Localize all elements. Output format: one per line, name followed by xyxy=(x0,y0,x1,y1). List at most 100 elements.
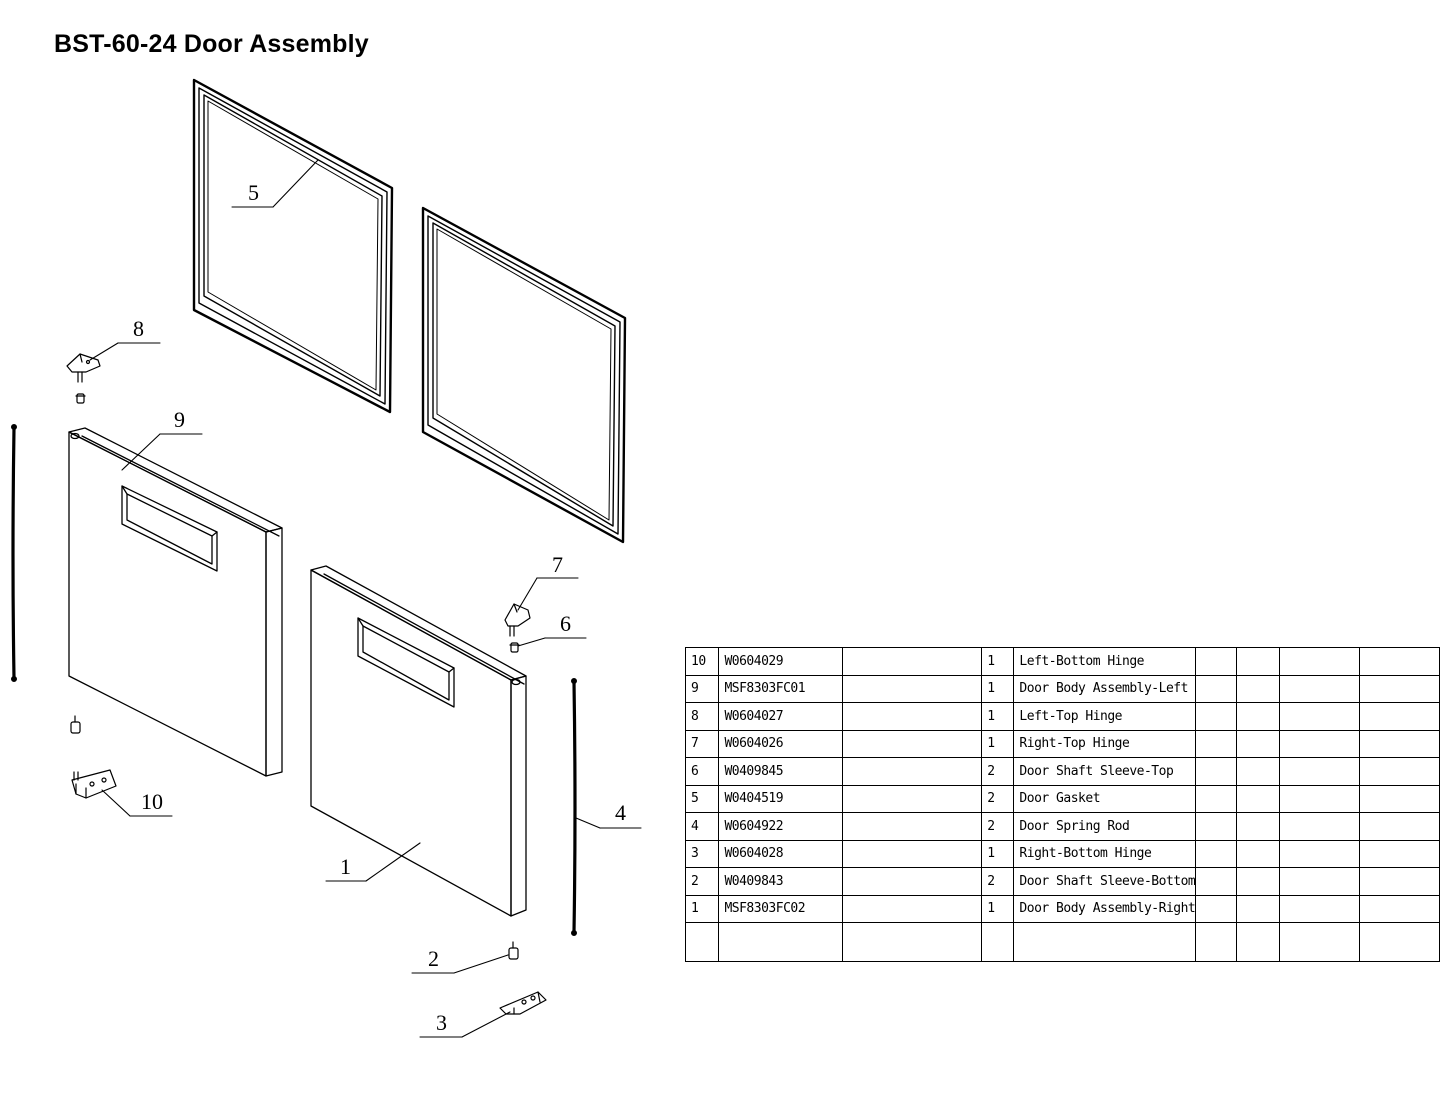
door-shaft-sleeve-bottom xyxy=(508,941,519,960)
empty-cell xyxy=(1279,867,1361,896)
empty-cell xyxy=(981,922,1015,962)
description-cell: Door Body Assembly-Left xyxy=(1013,674,1197,703)
empty-cell xyxy=(1195,894,1237,923)
quantity-cell: 2 xyxy=(981,757,1015,786)
part-number-cell: W0404519 xyxy=(718,784,843,813)
door-shaft-sleeve-top xyxy=(509,642,520,653)
empty-cell xyxy=(1359,784,1440,813)
table-row: 8 W0604027 1 Left-Top Hinge xyxy=(684,702,1440,731)
empty-cell xyxy=(1279,922,1361,962)
table-row: 10 W0604029 1 Left-Bottom Hinge xyxy=(684,647,1440,676)
table-row: 6 W0409845 2 Door Shaft Sleeve-Top xyxy=(684,757,1440,786)
item-number-cell: 8 xyxy=(684,702,720,731)
callout-numbers: 5 8 9 7 6 4 10 1 2 3 xyxy=(133,180,626,1035)
quantity-cell: 1 xyxy=(981,647,1015,676)
empty-cell xyxy=(1235,702,1281,731)
description-cell: Left-Bottom Hinge xyxy=(1013,647,1197,676)
door-gasket-left xyxy=(192,78,394,414)
quantity-cell: 2 xyxy=(981,867,1015,896)
callout-3: 3 xyxy=(436,1010,447,1035)
callout-9: 9 xyxy=(174,407,185,432)
empty-cell xyxy=(841,867,983,896)
item-number-cell: 3 xyxy=(684,839,720,868)
quantity-cell: 2 xyxy=(981,812,1015,841)
table-row: 1 MSF8303FC02 1 Door Body Assembly-Right xyxy=(684,894,1440,923)
shaft-sleeve-left-top xyxy=(75,393,86,404)
table-row: 4 W0604922 2 Door Spring Rod xyxy=(684,812,1440,841)
empty-cell xyxy=(1279,674,1361,703)
description-cell: Door Gasket xyxy=(1013,784,1197,813)
item-number-cell: 6 xyxy=(684,757,720,786)
empty-cell xyxy=(1195,647,1237,676)
empty-cell xyxy=(1235,812,1281,841)
empty-cell xyxy=(1235,922,1281,962)
page-title: BST-60-24 Door Assembly xyxy=(54,30,369,58)
part-number-cell: W0604922 xyxy=(718,812,843,841)
empty-cell xyxy=(1235,757,1281,786)
item-number-cell: 4 xyxy=(684,812,720,841)
quantity-cell: 1 xyxy=(981,839,1015,868)
empty-cell xyxy=(1359,647,1440,676)
empty-cell xyxy=(841,674,983,703)
empty-cell xyxy=(841,757,983,786)
empty-cell xyxy=(1359,757,1440,786)
left-top-hinge xyxy=(66,353,101,383)
callout-10: 10 xyxy=(141,789,163,814)
empty-cell xyxy=(1195,867,1237,896)
empty-cell xyxy=(1235,674,1281,703)
empty-cell xyxy=(1195,757,1237,786)
parts-list-table: 10 W0604029 1 Left-Bottom Hinge 9 MSF830… xyxy=(684,647,1440,962)
empty-cell xyxy=(841,812,983,841)
part-number-cell: W0409843 xyxy=(718,867,843,896)
quantity-cell: 1 xyxy=(981,702,1015,731)
door-body-right xyxy=(310,565,527,917)
empty-cell xyxy=(1235,784,1281,813)
part-number-cell: W0409845 xyxy=(718,757,843,786)
item-number-cell: 9 xyxy=(684,674,720,703)
empty-cell xyxy=(1013,922,1197,962)
callout-7: 7 xyxy=(552,552,563,577)
description-cell: Door Spring Rod xyxy=(1013,812,1197,841)
empty-cell xyxy=(1235,839,1281,868)
empty-cell xyxy=(1359,922,1440,962)
empty-cell xyxy=(1279,729,1361,758)
quantity-cell: 1 xyxy=(981,729,1015,758)
empty-cell xyxy=(1359,729,1440,758)
item-number-cell: 5 xyxy=(684,784,720,813)
empty-cell xyxy=(1195,674,1237,703)
part-number-cell: W0604027 xyxy=(718,702,843,731)
description-cell: Door Body Assembly-Right xyxy=(1013,894,1197,923)
table-row: 5 W0404519 2 Door Gasket xyxy=(684,784,1440,813)
item-number-cell: 1 xyxy=(684,894,720,923)
description-cell: Right-Top Hinge xyxy=(1013,729,1197,758)
empty-cell xyxy=(841,894,983,923)
callout-8: 8 xyxy=(133,316,144,341)
empty-cell xyxy=(841,647,983,676)
empty-cell xyxy=(1235,894,1281,923)
empty-cell xyxy=(1235,729,1281,758)
empty-cell xyxy=(841,784,983,813)
empty-cell xyxy=(1279,894,1361,923)
door-spring-rod-left xyxy=(11,424,17,682)
callout-2: 2 xyxy=(428,946,439,971)
right-bottom-hinge xyxy=(499,991,547,1015)
left-bottom-hinge xyxy=(71,769,117,799)
empty-cell xyxy=(841,922,983,962)
empty-cell xyxy=(1195,729,1237,758)
item-number-cell: 7 xyxy=(684,729,720,758)
callout-1: 1 xyxy=(340,854,351,879)
callout-6: 6 xyxy=(560,611,571,636)
empty-cell xyxy=(1359,839,1440,868)
part-number-cell: W0604029 xyxy=(718,647,843,676)
table-row: 7 W0604026 1 Right-Top Hinge xyxy=(684,729,1440,758)
part-number-cell: MSF8303FC01 xyxy=(718,674,843,703)
part-number-cell: MSF8303FC02 xyxy=(718,894,843,923)
empty-cell xyxy=(1279,784,1361,813)
empty-cell xyxy=(1235,867,1281,896)
description-cell: Left-Top Hinge xyxy=(1013,702,1197,731)
empty-cell xyxy=(1195,922,1237,962)
empty-cell xyxy=(1359,867,1440,896)
part-number-cell: W0604028 xyxy=(718,839,843,868)
quantity-cell: 1 xyxy=(981,674,1015,703)
